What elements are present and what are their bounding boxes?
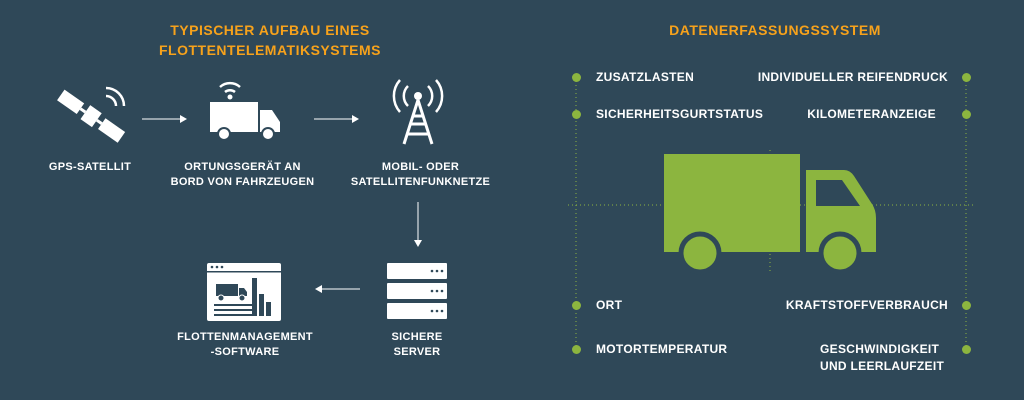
radio-tower-icon — [392, 79, 444, 145]
label-geschwindigkeit-line2: UND LEERLAUFZEIT — [820, 359, 945, 373]
right-title: DATENERFASSUNGSSYSTEM — [669, 22, 881, 38]
label-kilometer: KILOMETERANZEIGE — [807, 107, 936, 121]
software-label-line1: FLOTTENMANAGEMENT — [177, 331, 313, 343]
arrow-right-icon — [314, 115, 359, 123]
tracking-truck-icon — [210, 82, 280, 141]
label-geschwindigkeit: GESCHWINDIGKEIT UND LEERLAUFZEIT — [820, 341, 944, 375]
software-label-line2: -SOFTWARE — [210, 346, 280, 358]
label-gurtstatus: SICHERHEITSGURTSTATUS — [596, 107, 764, 121]
tracker-label-line2: BORD VON FAHRZEUGEN — [170, 176, 315, 188]
server-label-line2: SERVER — [393, 346, 441, 358]
label-geschwindigkeit-line1: GESCHWINDIGKEIT — [820, 342, 940, 356]
bullet-dot — [572, 301, 581, 310]
network-label-line2: SATELLITENFUNKNETZE — [350, 176, 491, 188]
truck-icon — [664, 154, 876, 275]
server-label-line1: SICHERE — [391, 331, 443, 343]
bullet-dot — [572, 345, 581, 354]
network-label-line1: MOBIL- ODER — [381, 161, 460, 173]
bullet-dot — [572, 110, 581, 119]
software-label: FLOTTENMANAGEMENT -SOFTWARE — [150, 330, 340, 360]
server-label: SICHERE SERVER — [356, 330, 478, 360]
label-motortemp: MOTORTEMPERATUR — [596, 342, 728, 356]
left-title-line1: TYPISCHER AUFBAU EINES — [170, 22, 370, 38]
bullet-dot — [962, 73, 971, 82]
server-icon — [387, 263, 447, 319]
bullet-dot — [572, 73, 581, 82]
software-window-icon — [207, 263, 281, 321]
left-title: TYPISCHER AUFBAU EINES FLOTTENTELEMATIKS… — [120, 20, 420, 60]
label-ort: ORT — [596, 298, 623, 312]
bullet-dot — [962, 301, 971, 310]
satellite-icon — [57, 86, 126, 143]
bullet-dot — [962, 345, 971, 354]
label-kraftstoff: KRAFTSTOFFVERBRAUCH — [785, 298, 948, 312]
arrow-left-icon — [315, 285, 360, 293]
bullet-dot — [962, 110, 971, 119]
label-reifendruck: INDIVIDUELLER REIFENDRUCK — [757, 70, 948, 84]
left-title-line2: FLOTTENTELEMATIKSYSTEMS — [158, 42, 381, 58]
gps-label: GPS-SATELLIT — [48, 161, 132, 173]
label-zusatzlasten: ZUSATZLASTEN — [596, 70, 695, 84]
arrow-down-icon — [414, 202, 422, 247]
arrow-right-icon — [142, 115, 187, 123]
network-label: MOBIL- ODER SATELLITENFUNKNETZE — [338, 160, 503, 190]
tracker-label: ORTUNGSGERÄT AN BORD VON FAHRZEUGEN — [160, 160, 325, 190]
tracker-label-line1: ORTUNGSGERÄT AN — [184, 161, 301, 173]
